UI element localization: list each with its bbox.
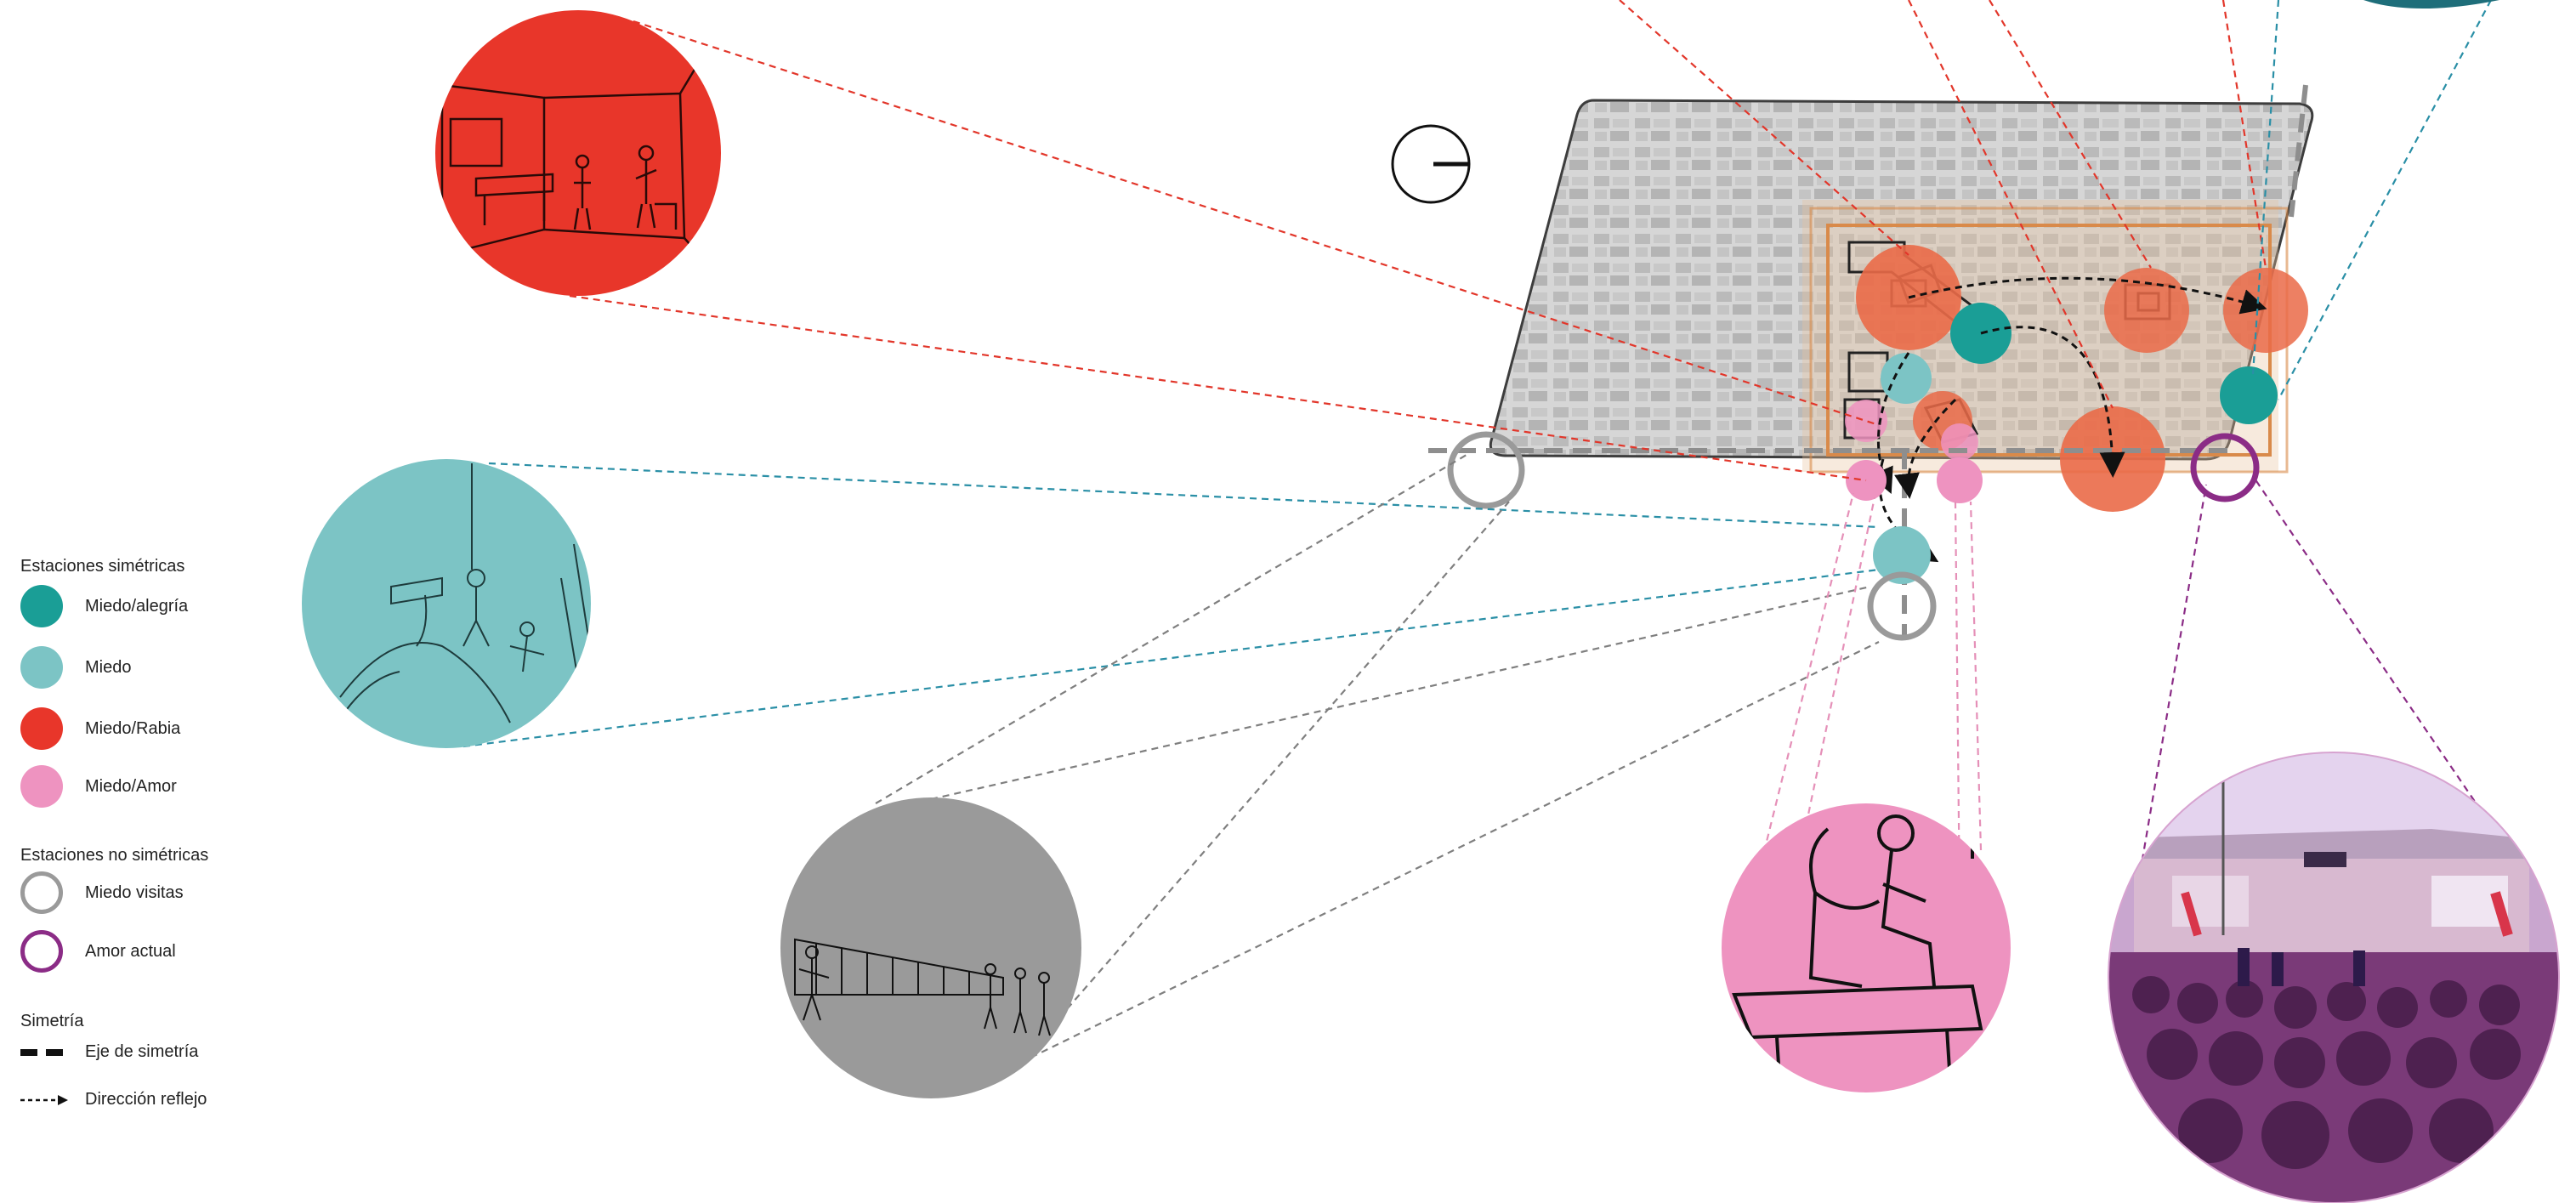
legend-item-eje-simetria: Eje de simetría [20, 1030, 275, 1081]
red-room-sketch [435, 10, 721, 296]
legend-item-miedo: Miedo [20, 646, 275, 697]
north-arrow-icon [1391, 124, 1471, 204]
partial-teal-vignette [2363, 0, 2499, 9]
gray-wall-sketch [780, 797, 1081, 1098]
legend-item-miedo-amor: Miedo/Amor [20, 765, 275, 816]
filled-circle-icon [20, 585, 63, 627]
legend-label: Miedo/Rabia [85, 719, 181, 738]
teal-figures-sketch [302, 459, 591, 748]
legend-label: Amor actual [85, 942, 176, 961]
pink-couple-sketch [1722, 803, 2011, 1092]
legend-item-amor-actual: Amor actual [20, 930, 275, 981]
legend-item-miedo-visitas: Miedo visitas [20, 871, 275, 922]
legend-label: Dirección reflejo [85, 1090, 207, 1109]
legend-label: Miedo/Amor [85, 777, 177, 796]
legend-label: Miedo/alegría [85, 597, 189, 616]
legend-section-nonsymmetric-title: Estaciones no simétricas [20, 846, 209, 865]
filled-circle-icon [20, 707, 63, 750]
filled-circle-icon [20, 646, 63, 689]
connector-lines [462, 0, 2509, 1064]
site-aerial-plan [1489, 99, 2314, 512]
legend-label: Miedo visitas [85, 883, 184, 902]
legend-item-miedo-rabia: Miedo/Rabia [20, 707, 275, 758]
legend-label: Miedo [85, 658, 132, 677]
ring-icon [20, 930, 63, 973]
dashed-line-icon [20, 1049, 68, 1056]
legend-section-symmetric-title: Estaciones simétricas [20, 557, 185, 576]
legend-item-direccion-reflejo: Dirección reflejo [20, 1078, 275, 1129]
ring-icon [20, 871, 63, 914]
legend-item-miedo-alegria: Miedo/alegría [20, 585, 275, 636]
purple-event-photo [2108, 752, 2560, 1203]
legend-label: Eje de simetría [85, 1042, 199, 1061]
legend-section-symmetry-title: Simetría [20, 1012, 84, 1030]
dashed-arrow-icon [20, 1095, 68, 1105]
filled-circle-icon [20, 765, 63, 808]
